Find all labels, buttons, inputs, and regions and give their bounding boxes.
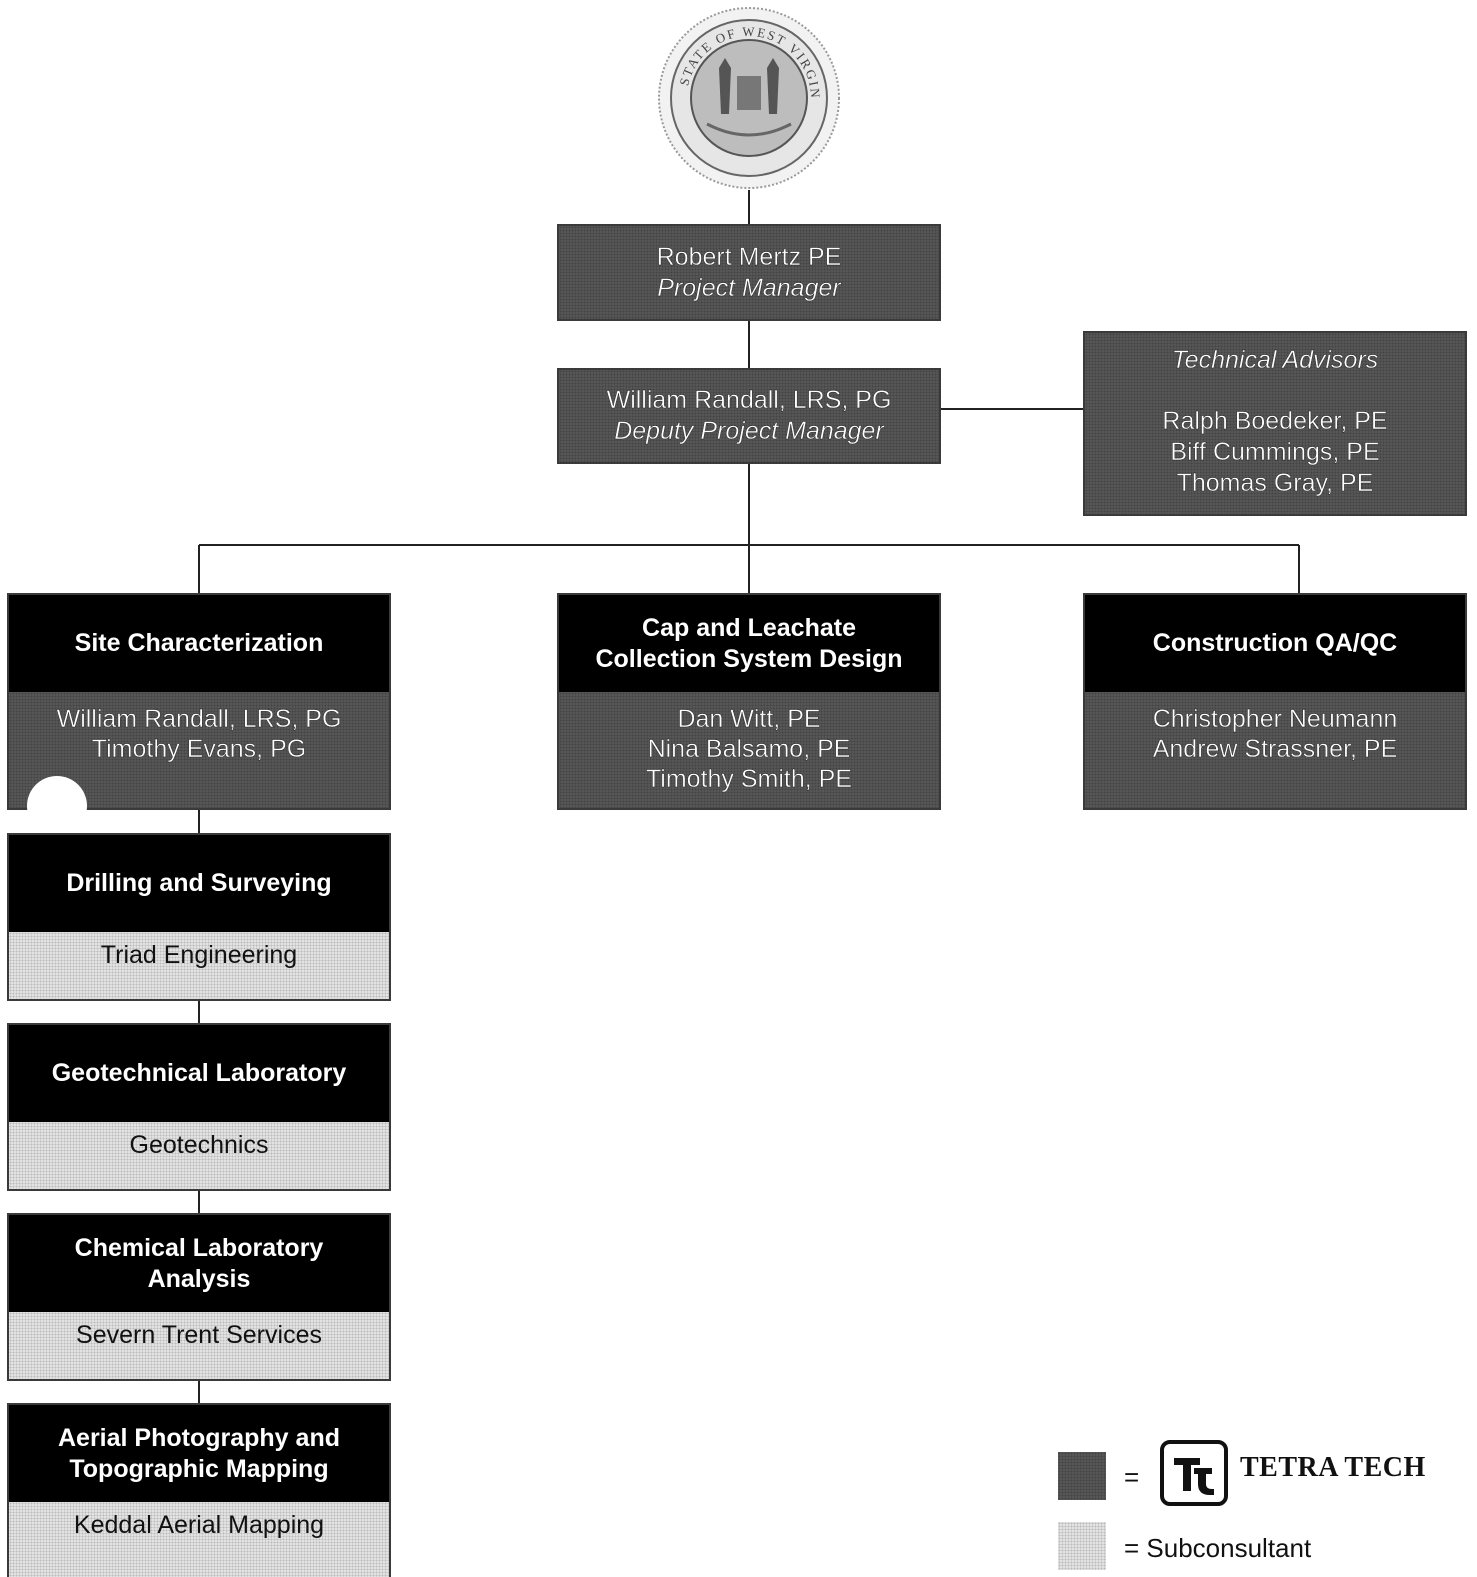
drilling-surveying-firm: Triad Engineering (9, 932, 389, 999)
team-member: Timothy Evans, PG (91, 735, 307, 763)
team-member: Dan Witt, PE (677, 705, 821, 733)
geotechnical-laboratory-box: Geotechnical Laboratory Geotechnics (7, 1023, 391, 1191)
cap-leachate-title: Cap and Leachate Collection System Desig… (559, 595, 939, 692)
geotechnical-laboratory-title-text: Geotechnical Laboratory (51, 1059, 347, 1087)
team-member: Nina Balsamo, PE (647, 735, 851, 763)
legend-subconsultant-swatch (1058, 1522, 1106, 1570)
technical-advisors-box: Technical Advisors Ralph Boedeker, PE Bi… (1083, 331, 1467, 516)
site-characterization-title-text: Site Characterization (74, 629, 324, 657)
subconsultant-firm: Severn Trent Services (76, 1321, 322, 1349)
drilling-surveying-title: Drilling and Surveying (9, 835, 389, 932)
chemical-laboratory-title-line: Analysis (147, 1264, 251, 1293)
subconsultant-firm: Geotechnics (129, 1131, 269, 1159)
drilling-surveying-title-text: Drilling and Surveying (66, 869, 332, 897)
aerial-photography-title-line: Aerial Photography and (58, 1423, 340, 1452)
aerial-photography-title-line: Topographic Mapping (69, 1454, 329, 1483)
chemical-laboratory-firm: Severn Trent Services (9, 1312, 389, 1379)
team-member: William Randall, LRS, PG (56, 705, 342, 733)
cap-leachate-box: Cap and Leachate Collection System Desig… (557, 593, 941, 810)
cap-leachate-title-line: Collection System Design (595, 644, 903, 673)
chemical-laboratory-title-line: Chemical Laboratory (74, 1233, 324, 1262)
subconsultant-firm: Keddal Aerial Mapping (73, 1511, 325, 1539)
project-manager-name: Robert Mertz PE (656, 242, 842, 271)
construction-qa-title: Construction QA/QC (1085, 595, 1465, 692)
technical-advisor-member: Biff Cummings, PE (1170, 438, 1380, 466)
legend-equals: = (1124, 1462, 1140, 1492)
construction-qa-title-text: Construction QA/QC (1152, 629, 1398, 657)
team-member: Christopher Neumann (1152, 705, 1398, 733)
state-seal-logo: STATE OF WEST VIRGINIA (657, 6, 840, 189)
team-member: Andrew Strassner, PE (1152, 735, 1398, 763)
cap-leachate-title-line: Cap and Leachate (642, 613, 856, 642)
tetra-tech-logo-icon (1160, 1440, 1228, 1506)
project-manager-box: Robert Mertz PE Project Manager (557, 224, 941, 321)
geotechnical-laboratory-firm: Geotechnics (9, 1122, 389, 1189)
drilling-surveying-box: Drilling and Surveying Triad Engineering (7, 833, 391, 1001)
deputy-project-manager-box: William Randall, LRS, PG Deputy Project … (557, 368, 941, 464)
construction-qa-box: Construction QA/QC Christopher Neumann A… (1083, 593, 1467, 810)
aerial-photography-box: Aerial Photography and Topographic Mappi… (7, 1403, 391, 1577)
project-manager-role: Project Manager (657, 273, 841, 302)
deputy-project-manager-name: William Randall, LRS, PG (606, 386, 892, 414)
white-circle-mark (27, 776, 87, 836)
aerial-photography-title: Aerial Photography and Topographic Mappi… (9, 1405, 389, 1502)
chemical-laboratory-box: Chemical Laboratory Analysis Severn Tren… (7, 1213, 391, 1381)
technical-advisor-member: Ralph Boedeker, PE (1162, 407, 1388, 435)
technical-advisor-member: Thomas Gray, PE (1176, 469, 1374, 497)
chemical-laboratory-title: Chemical Laboratory Analysis (9, 1215, 389, 1312)
team-member: Timothy Smith, PE (645, 765, 853, 793)
geotechnical-laboratory-title: Geotechnical Laboratory (9, 1025, 389, 1122)
technical-advisors-title: Technical Advisors (1171, 346, 1379, 374)
site-characterization-title: Site Characterization (9, 595, 389, 692)
construction-qa-members: Christopher Neumann Andrew Strassner, PE (1085, 692, 1465, 808)
legend-tetra-tech-swatch (1058, 1452, 1106, 1500)
cap-leachate-members: Dan Witt, PE Nina Balsamo, PE Timothy Sm… (559, 692, 939, 808)
deputy-project-manager-role: Deputy Project Manager (614, 417, 884, 445)
aerial-photography-firm: Keddal Aerial Mapping (9, 1502, 389, 1577)
subconsultant-firm: Triad Engineering (100, 941, 298, 969)
tetra-tech-logo-text: TETRA TECH (1240, 1452, 1426, 1483)
legend-subconsultant-label: = Subconsultant (1124, 1533, 1312, 1563)
